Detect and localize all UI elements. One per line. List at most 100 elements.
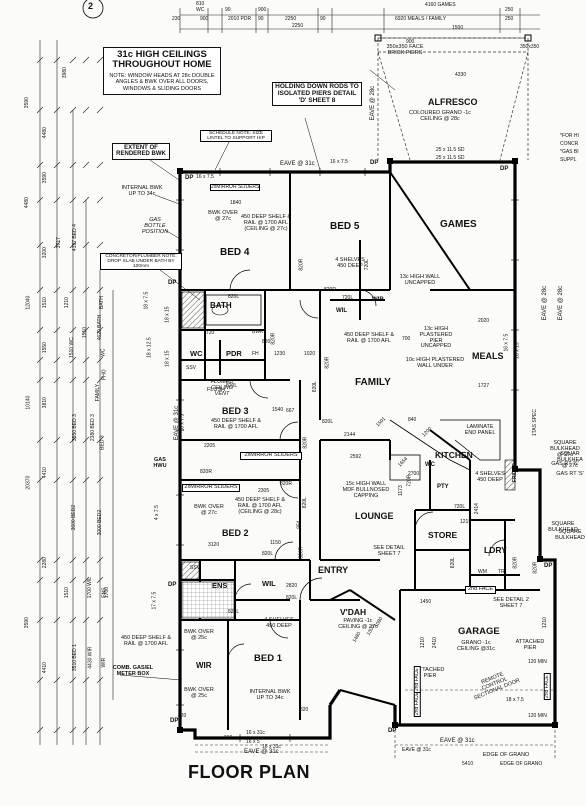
left-dim: 3590	[41, 172, 48, 184]
interior-dim: 1700	[103, 587, 110, 599]
dimension-tick	[96, 161, 104, 169]
dp-label: DP	[544, 563, 553, 569]
laminate-note: LAMINATE END PANEL	[464, 424, 496, 436]
bottom-dim: EDGE OF GRANO	[500, 761, 543, 767]
left-dim: WIR	[101, 657, 108, 668]
interior-dim: 1230	[274, 351, 286, 357]
door-tag: 820R	[302, 436, 309, 449]
door-tag: 820L	[286, 595, 298, 601]
right-eave-label: EAVE @ 28c	[558, 285, 565, 321]
dimension-tick	[82, 556, 90, 564]
right-bulkhead-note-2: SQUARE BULKHEAD	[555, 529, 585, 541]
top-dim: 2010 PDR	[228, 16, 252, 22]
roof-pitch: 16 x 7.5	[196, 174, 214, 180]
dimension-tick	[82, 356, 90, 364]
laundry-wm-label: WM	[478, 569, 487, 575]
door-tag: 820L	[226, 383, 238, 389]
left-dim: 1700 WIL	[87, 576, 94, 599]
door-swings	[227, 269, 506, 661]
left-dim: 1510	[81, 327, 88, 339]
interior-dim: 900	[406, 39, 415, 45]
room-label-meals: MEALS	[472, 351, 504, 361]
door-tag: 720L	[454, 504, 466, 510]
internal-bwk-top-note: INTERNAL BWK UP TO 34c	[121, 185, 163, 197]
attached-pier-note-2: ATTACHED PIER	[515, 639, 545, 651]
door-tag: 2xMIRROR SLIDERS	[210, 184, 261, 192]
left-dim: 4480	[23, 197, 30, 209]
left-dim: 1510	[41, 297, 48, 309]
dp-label: DP	[500, 166, 509, 172]
eave-bottom-label: EAVE @ 31c	[244, 749, 279, 755]
interior-dim: 1540	[272, 407, 284, 413]
see-detail-2-note: SEE DETAIL 2 SHEET 7	[493, 597, 529, 609]
dimension-tick	[69, 56, 77, 64]
garage-face-tag: 2nd FACE	[543, 673, 552, 701]
dimension-tick	[69, 436, 77, 444]
garage-face-tag: 2nd FACE	[465, 586, 497, 594]
room-label-fridge: FRIDGE	[511, 463, 518, 483]
dimension-tick	[82, 286, 90, 294]
interior-dim: 18 x 15	[514, 342, 521, 359]
eave-top-label: EAVE @ 31c	[280, 161, 315, 167]
dimension-tick	[96, 106, 104, 114]
bottom-dim: EAVE @ 31c	[402, 747, 431, 753]
dimension-tick	[36, 196, 44, 204]
dimension-tick	[36, 376, 44, 384]
left-dim: 3590	[23, 617, 30, 629]
interior-dim: 120 MIN	[528, 713, 547, 719]
top-dim: 250	[505, 16, 514, 22]
interior-dim: 4330	[455, 72, 467, 78]
dimension-tick	[36, 241, 44, 249]
room-label-lounge: LOUNGE	[355, 511, 394, 521]
top-dim: 4160 GAMES	[425, 2, 456, 8]
schedule-note: SCHEDULE NOTE: SIZE LINTEL TO SUPPORT HI…	[200, 130, 272, 143]
ens-slider-label: SSV	[190, 565, 201, 571]
door-tag: 820	[300, 707, 309, 713]
dp-label: DP	[170, 718, 179, 724]
dimension-tick	[82, 576, 90, 584]
ceiling-note-body: NOTE: WINDOW HEADS AT 28c DOUBLE ANGLES …	[109, 72, 215, 92]
room-label-bed5: BED 5	[330, 221, 360, 232]
door-tag: 820R	[512, 556, 519, 569]
left-dim: 4430 WIR	[87, 646, 94, 669]
meals-wall-note: 10c HIGH PLASTERED WALL UNDER	[405, 357, 465, 369]
bed3-flumed-note: FLUMED CEILING VENT	[210, 379, 234, 397]
dimension-tick	[96, 436, 104, 444]
door-tag: 820R	[280, 481, 292, 487]
dimension-tick	[96, 556, 104, 564]
roof-pitch: 18 x 12.5	[146, 337, 153, 358]
ceiling-note-heading: 31c HIGH CEILINGS THROUGHOUT HOME	[112, 49, 212, 71]
dimension-tick	[82, 436, 90, 444]
interior-dim: 667	[286, 408, 295, 414]
left-dim: 1550	[41, 342, 48, 354]
top-dimension-lines	[179, 8, 540, 39]
left-dim: 4410	[41, 467, 48, 479]
room-label-games: GAMES	[440, 219, 477, 230]
interior-dim: 1150	[270, 540, 281, 546]
garage-note: GRANO -1c CEILING @31c	[457, 640, 495, 652]
room-label-pty: PTY	[437, 484, 449, 490]
interior-dim: 840	[408, 417, 417, 423]
door-tag: 820R	[532, 561, 539, 574]
left-dim: WC	[100, 348, 107, 357]
door-tag: 820	[262, 339, 271, 345]
dimension-tick	[69, 286, 77, 294]
roof-pitch: 16 x 7.5	[179, 413, 186, 432]
door-tag: 820R	[270, 332, 277, 345]
dimension-tick	[53, 376, 61, 384]
meter-box-note: COMB. GAS/EL METER BOX	[112, 665, 154, 677]
dimension-tick	[36, 106, 44, 114]
door-tag: 820R	[298, 258, 305, 271]
alfresco-outline	[377, 37, 529, 161]
interior-dim: 1020	[304, 351, 316, 357]
dimension-tick	[96, 676, 104, 684]
dimension-tick	[53, 726, 61, 734]
lounge-wall-note: 15c HIGH WALL MDF BULLNOSED CAPPING	[342, 481, 390, 499]
left-dim: 1510 WC	[68, 337, 75, 359]
interior-dim: 2700	[408, 471, 420, 477]
bed3-shelf-note: 450 DEEP SHELF & RAIL @ 1700 AFL	[210, 418, 262, 430]
dimension-tick	[36, 616, 44, 624]
interior-dim: 700	[402, 336, 411, 342]
door-tag: 720	[206, 330, 215, 336]
